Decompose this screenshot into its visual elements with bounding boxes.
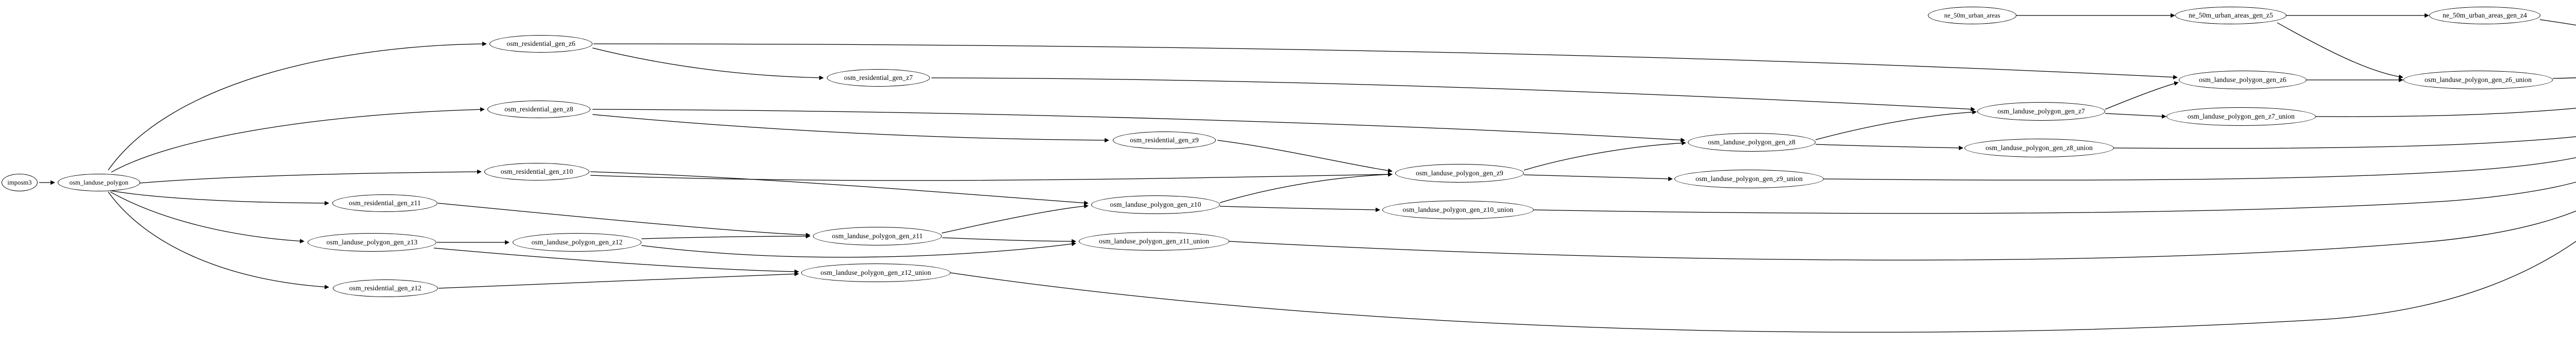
graph-edge [437,203,810,238]
graph-edge [1523,174,1673,182]
graph-edge [592,47,824,80]
graph-node-osm-landuse-polygon-gen-z7[interactable]: osm_landuse_polygon_gen_z7 [1977,102,2105,121]
graph-node-osm-residential-gen-z12[interactable]: osm_residential_gen_z12 [333,279,438,297]
graph-edge [1815,144,1963,151]
graph-edge [433,248,799,274]
graph-edge [111,107,485,173]
graph-edge [941,204,1089,234]
graph-edge [1533,182,2576,214]
graph-node-osm-residential-gen-z7[interactable]: osm_residential_gen_z7 [827,69,930,87]
graph-edge [641,241,1076,258]
graph-edge [590,171,1089,205]
graph-node-osm-residential-gen-z8[interactable]: osm_residential_gen_z8 [487,101,590,118]
graph-edge [1219,172,1393,203]
graph-node-osm-landuse-polygon-gen-z11[interactable]: osm_landuse_polygon_gen_z11 [813,227,942,245]
graph-node-osm-residential-gen-z9[interactable]: osm_residential_gen_z9 [1113,131,1216,149]
graph-node-osm-landuse-polygon-gen-z7-union[interactable]: osm_landuse_polygon_gen_z7_union [2166,107,2316,126]
graph-node-osm-landuse-polygon[interactable]: osm_landuse_polygon [58,174,140,191]
graph-edge [950,241,2576,333]
graph-node-osm-landuse-polygon-gen-z13[interactable]: osm_landuse_polygon_gen_z13 [308,233,436,252]
graph-edge [590,172,1393,181]
graph-node-ne-50m-urban-areas-gen-z5[interactable]: ne_50m_urban_areas_gen_z5 [2175,7,2286,24]
graph-edge [2113,136,2576,149]
graph-edge [2315,108,2576,117]
graph-node-osm-landuse-polygon-gen-z9[interactable]: osm_landuse_polygon_gen_z9 [1395,164,1524,183]
graph-edge [592,109,1685,142]
graph-node-osm-landuse-polygon-gen-z10-union[interactable]: osm_landuse_polygon_gen_z10_union [1382,201,1534,219]
graph-edge [942,237,1076,244]
graph-edge [1219,206,1380,212]
graph-node-osm-residential-gen-z10[interactable]: osm_residential_gen_z10 [484,163,589,180]
graph-node-osm-landuse-polygon-gen-z8[interactable]: osm_landuse_polygon_gen_z8 [1688,133,1816,152]
graph-edge [1229,210,2576,260]
graph-node-osm-landuse-polygon-gen-z11-union[interactable]: osm_landuse_polygon_gen_z11_union [1079,232,1229,251]
graph-edge [2277,22,2403,79]
graph-edge [593,43,2178,79]
graph-edge [113,169,482,186]
graph-node-osm-landuse-polygon-gen-z12-union[interactable]: osm_landuse_polygon_gen_z12_union [801,264,951,282]
graph-node-osm-landuse-polygon-gen-z6-union[interactable]: osm_landuse_polygon_gen_z6_union [2403,71,2553,89]
graph-edge [1523,141,1686,171]
graph-edge [438,271,799,289]
graph-edge [931,77,1975,111]
graph-edge [2105,113,2166,119]
graph-node-osm-residential-gen-z6[interactable]: osm_residential_gen_z6 [489,35,592,53]
graph-edge [110,191,304,243]
graph-edge [641,234,810,239]
graph-node-osm-landuse-polygon-gen-z9-union[interactable]: osm_landuse_polygon_gen_z9_union [1674,170,1824,188]
graph-node-ne-50m-urban-areas-gen-z4[interactable]: ne_50m_urban_areas_gen_z4 [2429,7,2540,24]
graph-node-osm-landuse-polygon-gen-z12[interactable]: osm_landuse_polygon_gen_z12 [513,233,641,252]
graph-edge [108,41,487,171]
graph-edge [1217,140,1393,173]
graph-node-ne-50m-urban-areas[interactable]: ne_50m_urban_areas [1928,7,2016,24]
graph-node-osm-landuse-polygon-gen-z6[interactable]: osm_landuse_polygon_gen_z6 [2179,71,2307,89]
graph-edge [2539,19,2576,26]
graph-edge [108,191,329,289]
graph-edge [1823,157,2576,180]
graph-node-osm-landuse-polygon-gen-z10[interactable]: osm_landuse_polygon_gen_z10 [1091,195,1220,214]
graph-edge [1815,110,1977,140]
graph-node-imposm3[interactable]: imposm3 [2,174,38,191]
graph-edge [2552,77,2576,79]
graph-node-osm-residential-gen-z11[interactable]: osm_residential_gen_z11 [332,194,437,212]
graph-node-osm-landuse-polygon-gen-z8-union[interactable]: osm_landuse_polygon_gen_z8_union [1964,139,2114,157]
graph-edge [111,190,329,206]
graph-edge [2105,81,2179,110]
graph-edge [592,114,1109,143]
